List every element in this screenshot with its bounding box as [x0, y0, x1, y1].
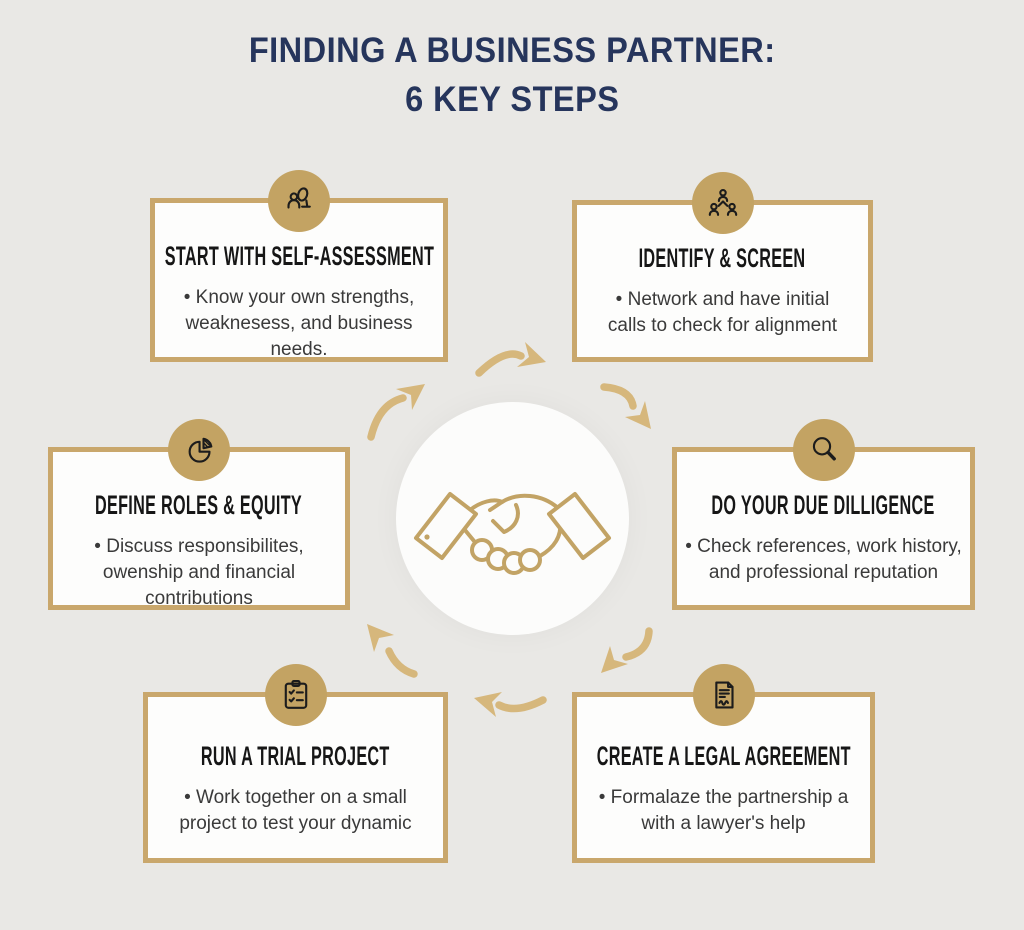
step-body-self-assessment: • Know your own strengths, weaknesess, a…	[183, 287, 415, 361]
title-line-1: FINDING A BUSINESS PARTNER:	[0, 26, 1024, 75]
step-title-legal-agreement: CREATE A LEGAL AGREEMENT	[577, 741, 870, 772]
step-title-self-assessment: START WITH SELF-ASSESSMENT	[155, 241, 443, 272]
step-title-text: RUN A TRIAL PROJECT	[201, 741, 390, 771]
page-title: FINDING A BUSINESS PARTNER: 6 KEY STEPS	[0, 26, 1024, 124]
person-assessment-icon	[268, 170, 330, 232]
flow-arrow-right-lower	[601, 627, 653, 673]
step-body-trial-project: • Work together on a small project to te…	[179, 787, 412, 835]
step-card-identify-screen: IDENTIFY & SCREEN • Network and have ini…	[572, 172, 873, 362]
step-title-text: IDENTIFY & SCREEN	[639, 243, 806, 273]
step-title-text: CREATE A LEGAL AGREEMENT	[596, 741, 851, 771]
contract-icon	[692, 664, 755, 726]
step-title-text: DEFINE ROLES & EQUITY	[95, 490, 303, 520]
step-card-trial-project: RUN A TRIAL PROJECT • Work together on a…	[143, 664, 448, 863]
step-title-due-diligence: DO YOUR DUE DILLIGENCE	[677, 490, 970, 521]
step-title-trial-project: RUN A TRIAL PROJECT	[148, 741, 443, 772]
step-card-legal-agreement: CREATE A LEGAL AGREEMENT • Formalaze the…	[572, 664, 875, 863]
center-circle	[396, 402, 629, 635]
flow-arrow-left-upper	[367, 384, 425, 441]
pie-chart-icon	[168, 419, 230, 481]
step-title-text: DO YOUR DUE DILLIGENCE	[711, 490, 936, 520]
step-body-identify-screen: • Network and have initial calls to chec…	[607, 289, 838, 337]
step-title-roles-equity: DEFINE ROLES & EQUITY	[53, 490, 345, 521]
title-text-2: 6 KEY STEPS	[404, 80, 620, 119]
title-text-1: FINDING A BUSINESS PARTNER:	[248, 31, 776, 70]
people-network-icon	[691, 172, 754, 234]
step-body-legal-agreement: • Formalaze the partnership a with a law…	[598, 787, 849, 835]
magnifier-icon	[792, 419, 855, 481]
title-line-2: 6 KEY STEPS	[0, 75, 1024, 124]
handshake-icon	[414, 491, 611, 575]
flow-arrow-bottom	[474, 692, 547, 717]
step-title-text: START WITH SELF-ASSESSMENT	[164, 241, 434, 271]
checklist-icon	[264, 664, 327, 726]
step-card-self-assessment: START WITH SELF-ASSESSMENT • Know your o…	[150, 170, 448, 362]
flow-arrow-left-lower	[367, 624, 418, 678]
step-body-roles-equity: • Discuss responsibilites, owenship and …	[94, 536, 304, 610]
flow-arrow-top	[475, 342, 546, 377]
step-card-roles-equity: DEFINE ROLES & EQUITY • Discuss responsi…	[48, 419, 350, 610]
step-title-identify-screen: IDENTIFY & SCREEN	[577, 243, 868, 274]
step-body-due-diligence: • Check references, work history, and pr…	[685, 536, 962, 584]
step-card-due-diligence: DO YOUR DUE DILLIGENCE • Check reference…	[672, 419, 975, 610]
flow-arrow-right-upper	[600, 383, 651, 429]
